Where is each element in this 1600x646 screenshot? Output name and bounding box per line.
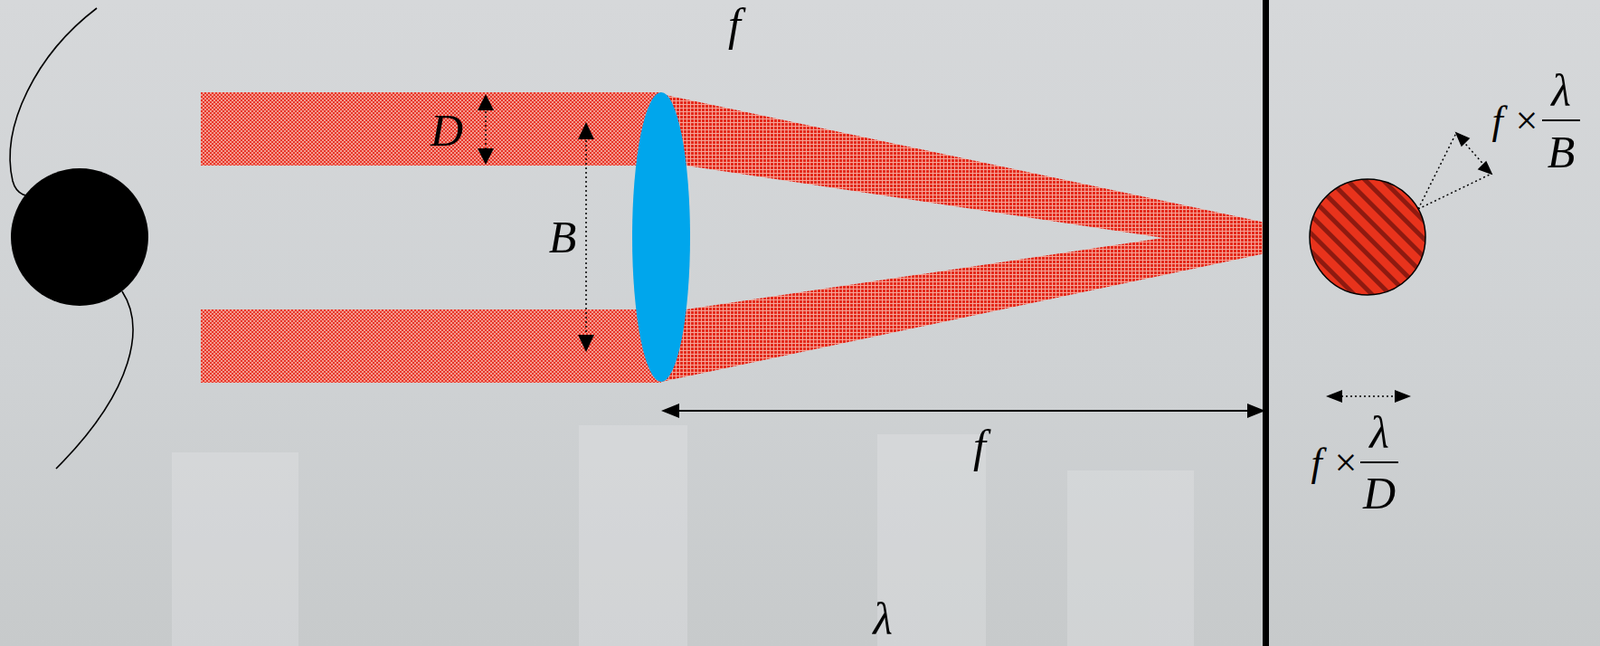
b-arrow <box>577 122 595 352</box>
fringe-disk <box>1309 179 1426 295</box>
disk-formula-numerator: λ <box>1369 409 1390 455</box>
curve-line <box>56 291 133 469</box>
d-arrow <box>477 94 494 165</box>
focal-label: f <box>973 423 986 469</box>
disk-formula-factor: f × <box>1311 443 1360 483</box>
focal-label: f <box>728 1 741 48</box>
dotted-triangle <box>1418 132 1492 209</box>
converging-beam <box>661 94 1266 254</box>
fraction-bar <box>1542 119 1581 122</box>
screen <box>1262 0 1269 646</box>
f-arrow <box>661 403 1266 418</box>
curve-line <box>9 8 97 197</box>
beam <box>200 92 662 166</box>
baseline-label: B <box>549 214 578 260</box>
fraction-bar <box>1360 461 1399 464</box>
fringe-formula-factor: f × <box>1492 101 1541 142</box>
fringe-formula-numerator: λ <box>1551 67 1572 114</box>
beam <box>200 309 662 383</box>
width-arrow <box>1325 389 1411 403</box>
disk-formula-denominator: D <box>1363 470 1396 516</box>
aperture-label: D <box>430 107 464 153</box>
fringe-formula-denominator: B <box>1547 129 1576 175</box>
star <box>10 168 149 306</box>
background-shapes <box>171 425 1194 646</box>
lens <box>632 92 691 382</box>
formula-numerator: λ <box>872 596 893 642</box>
converging-beam <box>661 222 1266 382</box>
